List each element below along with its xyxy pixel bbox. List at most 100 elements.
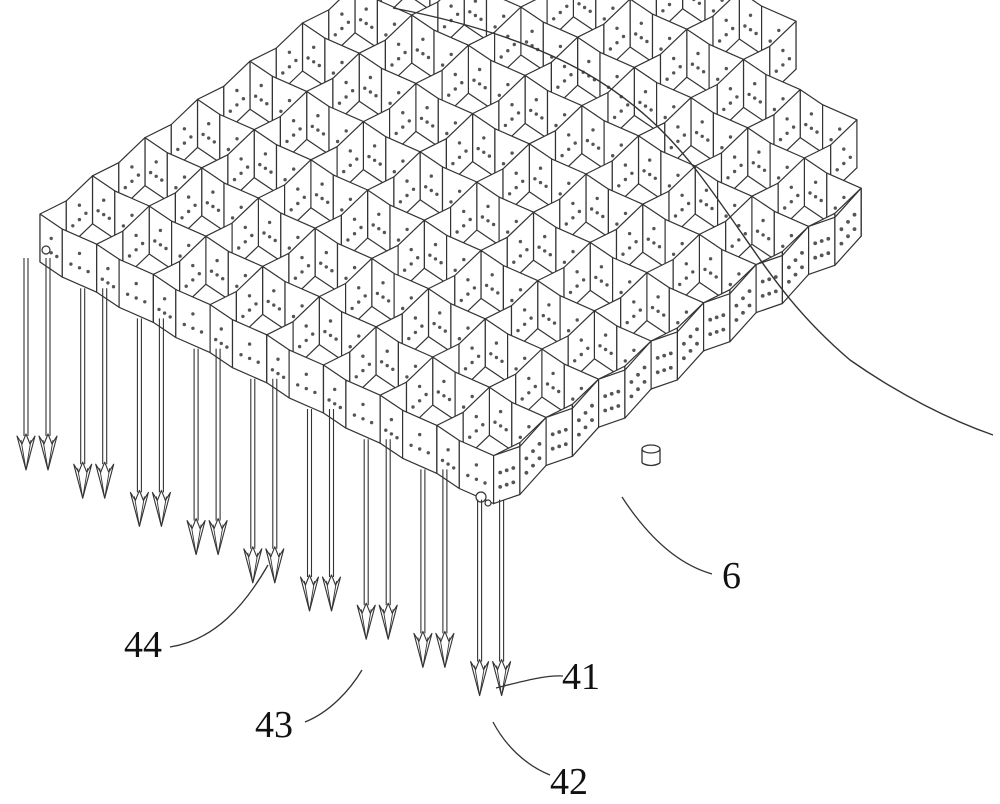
perforation-hole — [474, 414, 478, 419]
perforation-hole — [537, 245, 541, 249]
perforation-hole — [470, 394, 474, 399]
leader-44 — [169, 564, 269, 648]
perforation-hole — [466, 278, 470, 282]
perforation-hole — [655, 370, 660, 375]
perforation-hole — [453, 121, 458, 125]
perforation-hole — [781, 63, 785, 67]
perforation-hole — [537, 442, 542, 446]
perforation-hole — [486, 219, 490, 223]
perforation-hole — [214, 337, 218, 342]
perforation-hole — [531, 449, 535, 453]
perforation-hole — [121, 224, 126, 228]
perforation-hole — [694, 130, 699, 135]
perforation-hole — [405, 193, 409, 198]
perforation-hole — [176, 147, 180, 152]
perforation-hole — [566, 329, 571, 333]
perforation-hole — [361, 417, 365, 421]
perforation-hole — [428, 253, 432, 257]
perforation-hole — [591, 128, 595, 132]
perforation-hole — [684, 310, 689, 314]
perforation-hole — [157, 307, 161, 312]
perforation-hole — [417, 384, 422, 389]
perforation-hole — [499, 55, 503, 59]
perforation-hole — [153, 239, 157, 243]
perforation-hole — [453, 87, 457, 91]
perforation-hole — [534, 112, 538, 116]
perforation-hole — [529, 316, 533, 320]
perforation-hole — [577, 2, 581, 6]
perforation-hole — [632, 314, 636, 318]
perforation-hole — [772, 107, 777, 112]
perforation-hole — [452, 466, 456, 470]
perforation-hole — [846, 220, 850, 224]
perforation-hole — [808, 191, 812, 195]
barbed-tip — [492, 659, 512, 697]
perforation-hole — [466, 473, 470, 478]
perforation-hole — [247, 294, 252, 298]
perforation-hole — [328, 319, 333, 323]
perforation-hole — [346, 238, 350, 242]
perforation-hole — [781, 48, 785, 53]
perforation-hole — [787, 57, 792, 61]
perforation-hole — [619, 290, 623, 295]
perforation-hole — [123, 185, 128, 190]
perforation-hole — [417, 399, 422, 403]
perforation-hole — [130, 165, 134, 169]
perforation-hole — [453, 268, 457, 272]
barbed-tip — [321, 574, 342, 612]
perforation-hole — [352, 413, 357, 417]
perforation-hole — [174, 186, 178, 190]
perforation-hole — [77, 266, 82, 270]
perforation-hole — [187, 243, 191, 248]
perforation-hole — [367, 154, 371, 159]
perforation-hole — [813, 195, 818, 199]
perforation-hole — [396, 57, 401, 61]
perforation-hole — [140, 241, 145, 246]
perforation-hole — [276, 371, 280, 376]
perforation-hole — [256, 360, 260, 364]
perforation-hole — [297, 344, 302, 349]
perforation-hole — [747, 303, 752, 308]
perforation-hole — [326, 200, 330, 204]
perforation-hole — [781, 244, 785, 248]
front-panel — [702, 293, 731, 352]
perforation-hole — [518, 254, 523, 258]
perforation-hole — [629, 394, 634, 399]
perforation-hole — [753, 96, 757, 100]
perforation-hole — [642, 169, 646, 173]
perforation-hole — [575, 284, 579, 288]
perforation-hole — [579, 338, 583, 342]
perforation-hole — [324, 265, 328, 269]
perforation-hole — [577, 209, 582, 214]
perforation-hole — [247, 356, 252, 361]
perforation-hole — [819, 253, 824, 258]
perforation-hole — [714, 330, 719, 334]
perforation-hole — [106, 281, 110, 285]
perforation-hole — [636, 387, 640, 392]
perforation-hole — [708, 332, 713, 336]
perforation-hole — [672, 56, 676, 61]
perforation-hole — [390, 63, 394, 67]
perforation-hole — [848, 155, 852, 159]
perforation-hole — [695, 327, 699, 332]
perforation-hole — [632, 348, 636, 352]
perforation-hole — [649, 108, 653, 112]
perforation-hole — [676, 173, 680, 177]
perforation-hole — [377, 212, 381, 216]
barbed-tip — [73, 461, 93, 499]
perforation-hole — [652, 241, 656, 245]
perforation-hole — [796, 193, 800, 198]
perforation-hole — [835, 168, 839, 172]
perforation-hole — [71, 224, 75, 228]
cell-wall — [118, 258, 154, 323]
perforation-hole — [455, 12, 460, 16]
perforation-hole — [312, 60, 316, 64]
front-panel — [493, 445, 521, 505]
perforation-hole — [136, 173, 141, 177]
perforation-hole — [272, 289, 276, 293]
perforation-hole — [667, 36, 672, 41]
perforation-hole — [302, 195, 306, 199]
perforation-hole — [673, 214, 678, 218]
perforation-hole — [306, 264, 311, 268]
perforation-hole — [476, 146, 480, 151]
